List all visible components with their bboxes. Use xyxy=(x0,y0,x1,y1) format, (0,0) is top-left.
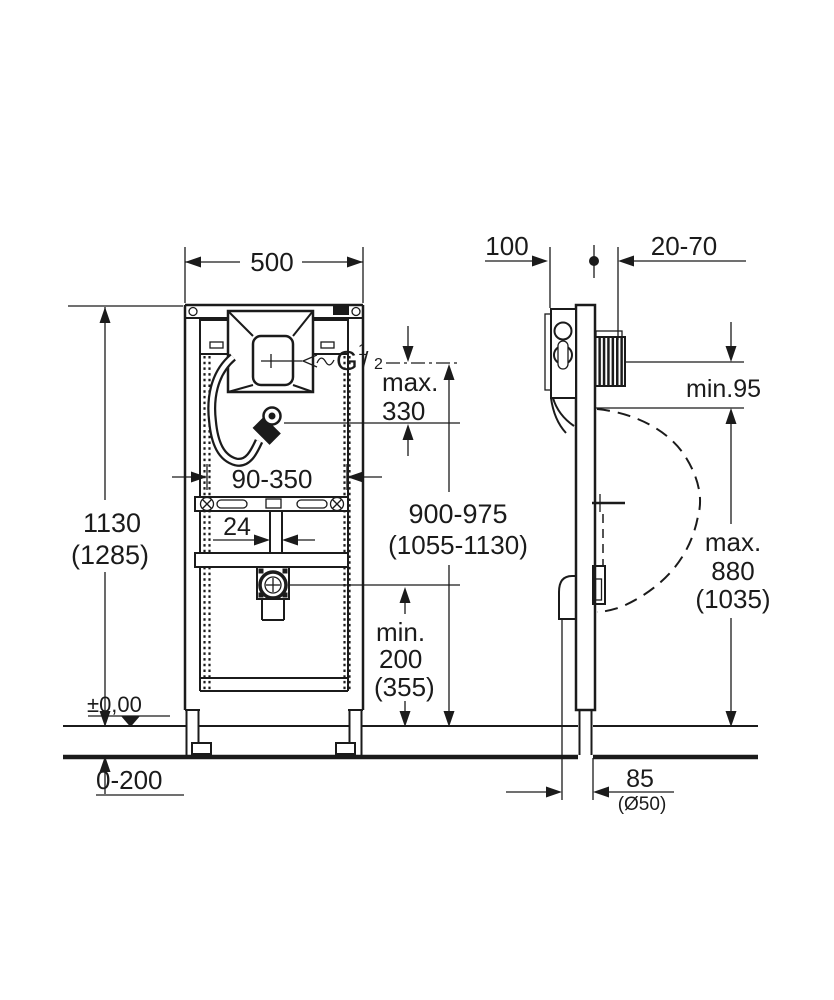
thread-label: G 1 / 2 xyxy=(301,342,383,376)
dim-frame-width: 500 xyxy=(250,247,293,277)
side-dimensions: 100 20-70 min.95 max. 880 (1035) xyxy=(485,231,771,815)
bottom-bracket xyxy=(558,565,606,620)
dim-drain-min-label: min. xyxy=(376,617,425,647)
upper-mounting-rail xyxy=(194,496,349,512)
frame-label-tag xyxy=(333,306,349,315)
floor-lines xyxy=(63,725,758,760)
dim-frame-height: 1130 xyxy=(83,508,141,538)
dim-urinal-clearance: min.95 xyxy=(686,375,761,403)
front-view: 500 1130 (1285) 90-350 24 xyxy=(68,247,528,796)
water-supply-hose xyxy=(207,353,282,467)
pipe-axis-marker xyxy=(589,256,599,266)
dim-tube: 24 xyxy=(223,513,251,541)
dim-frame-height-alt: (1285) xyxy=(71,540,149,570)
dim-urinal-height-value: 880 xyxy=(711,556,754,586)
dim-drain-offset: 85 xyxy=(626,765,654,793)
flush-pipe-connector xyxy=(594,330,626,387)
dim-rail-range: 90-350 xyxy=(232,464,313,494)
level-label: ±0,00 xyxy=(87,692,142,717)
urinal-mounting-bolt xyxy=(592,494,625,566)
drain-socket xyxy=(256,566,290,621)
dim-drain-diameter: (Ø50) xyxy=(618,794,667,815)
thread-sup: 1 xyxy=(358,342,367,359)
dim-flush-height-alt: (1055-1130) xyxy=(388,530,528,560)
level-marker: ±0,00 xyxy=(87,692,170,727)
adjustable-feet xyxy=(185,710,363,755)
dim-flush-height: 900-975 xyxy=(408,499,507,529)
dim-wall-range: 20-70 xyxy=(651,231,718,261)
hose-fitting xyxy=(252,416,281,445)
flush-valve-assembly xyxy=(544,308,577,434)
thread-g: G xyxy=(336,345,358,376)
dim-drain-min-value: 200 xyxy=(379,644,422,674)
dim-urinal-height-label: max. xyxy=(705,527,761,557)
thread-slash: / xyxy=(362,347,369,373)
frame-profile xyxy=(574,303,597,755)
dim-flush-offset-value: 330 xyxy=(382,396,425,426)
thread-sub: 2 xyxy=(374,356,383,373)
side-view: 100 20-70 min.95 max. 880 (1035) xyxy=(485,231,771,815)
dim-depth: 100 xyxy=(485,231,528,261)
urinal-outline xyxy=(596,408,701,613)
dim-drain-min-alt: (355) xyxy=(374,672,435,702)
flush-pipe-housing xyxy=(226,309,315,394)
dim-floor-range: 0-200 xyxy=(96,765,163,795)
dim-urinal-height-alt: (1035) xyxy=(695,584,770,614)
lower-mounting-rail xyxy=(194,552,349,568)
dim-flush-offset-label: max. xyxy=(382,367,438,397)
center-tube xyxy=(269,511,283,553)
front-dimensions: 500 1130 (1285) 90-350 24 xyxy=(68,247,528,796)
